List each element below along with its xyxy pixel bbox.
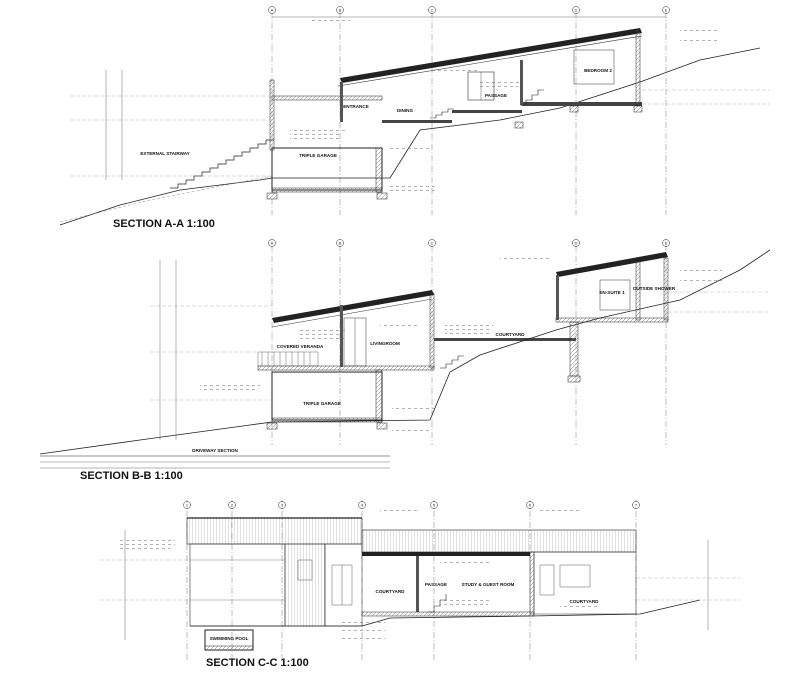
room-label-dining: DINING: [397, 108, 414, 113]
room-label-study-guest-room: STUDY & GUEST ROOM: [462, 582, 515, 587]
grid-label-cc-5: 5: [433, 503, 436, 508]
room-label-bedroom-2: BEDROOM 2: [584, 68, 612, 73]
grid-label-cc-6: 6: [529, 503, 532, 508]
room-label-en-suite-1: EN-SUITE 1: [599, 290, 625, 295]
grid-label-cc-3: 3: [281, 503, 284, 508]
grid-label-cc-1: 1: [186, 503, 189, 508]
room-label-courtyard-bb: COURTYARD: [496, 332, 526, 337]
grid-label-bb-d: D: [575, 241, 578, 246]
section-aa: A B C D E: [59, 6, 770, 230]
room-label-triple-garage-bb: TRIPLE GARAGE: [303, 401, 341, 406]
room-label-external-stairway: EXTERNAL STAIRWAY: [140, 151, 189, 156]
section-title-aa: SECTION A-A 1:100: [113, 218, 215, 230]
grid-label-cc-4: 4: [361, 503, 364, 508]
grid-label-aa-d: D: [575, 8, 578, 13]
grid-label-cc-2: 2: [231, 503, 234, 508]
grid-label-aa-c: C: [431, 8, 434, 13]
room-label-outside-shower: OUTSIDE SHOWER: [633, 286, 676, 291]
grid-label-bb-e: E: [665, 241, 668, 246]
room-label-entrance: ENTRANCE: [343, 104, 369, 109]
room-label-driveway-section: DRIVEWAY SECTION: [192, 448, 238, 453]
room-label-livingroom: LIVINGROOM: [370, 341, 400, 346]
room-label-courtyard-cc-1: COURTYARD: [376, 589, 406, 594]
grid-bubbles-aa: A B C D E: [268, 6, 670, 14]
grid-label-aa-b: B: [339, 8, 342, 13]
room-label-triple-garage: TRIPLE GARAGE: [299, 153, 337, 158]
section-bb: A B C D E: [39, 239, 771, 482]
room-label-covered-veranda: COVERED VERANDA: [277, 344, 324, 349]
section-title-bb: SECTION B-B 1:100: [80, 470, 183, 482]
grid-label-cc-7: 7: [635, 503, 638, 508]
section-cc: 1 2 3 4 5 6 7: [100, 500, 740, 669]
section-title-cc: SECTION C-C 1:100: [206, 657, 309, 669]
grid-label-aa-a: A: [271, 8, 274, 13]
room-label-passage-cc: PASSAGE: [425, 582, 447, 587]
grid-label-bb-c: C: [431, 241, 434, 246]
grid-label-bb-a: A: [271, 241, 274, 246]
grid-label-bb-b: B: [339, 241, 342, 246]
grid-bubbles-cc: 1 2 3 4 5 6 7: [183, 501, 640, 509]
grid-label-aa-e: E: [665, 8, 668, 13]
grid-bubbles-bb: A B C D E: [268, 239, 670, 247]
room-label-swimming-pool: SWIMMING POOL: [210, 636, 249, 641]
room-label-passage: PASSAGE: [485, 93, 507, 98]
room-label-courtyard-cc-2: COURTYARD: [570, 599, 600, 604]
